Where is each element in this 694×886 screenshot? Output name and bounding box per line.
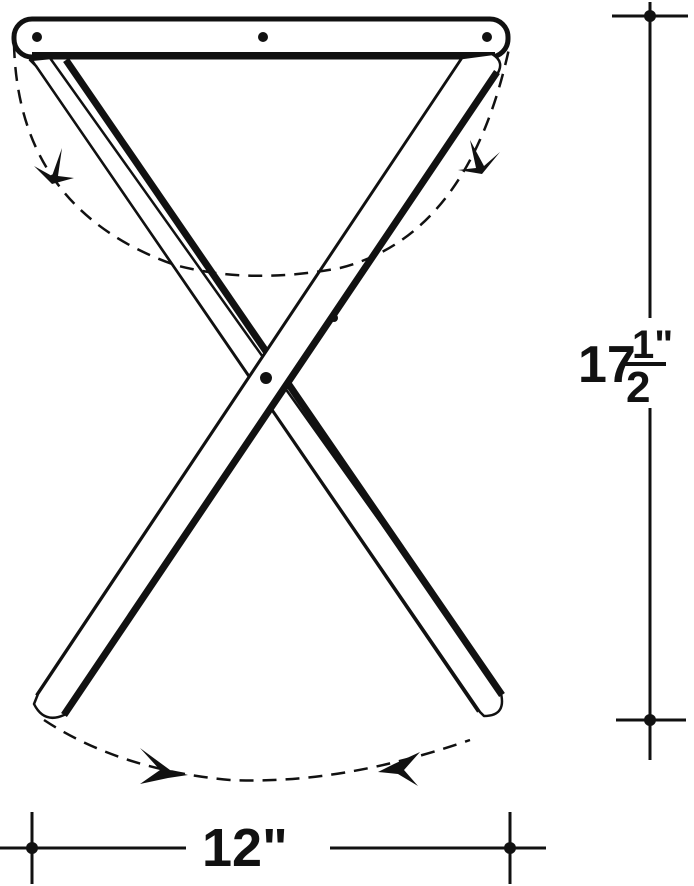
- height-tick-bottom: [644, 714, 656, 726]
- seat-rail: [11, 16, 511, 60]
- width-tick-right: [504, 842, 516, 854]
- upper-fold-arc: [12, 43, 512, 278]
- width-tick-left: [26, 842, 38, 854]
- height-fraction-numerator: 1": [632, 323, 673, 367]
- leg-right-to-left: [32, 52, 502, 719]
- rivet-right: [482, 32, 492, 42]
- leg-rivet: [330, 314, 338, 322]
- arrow-upper-right-icon: [458, 140, 500, 174]
- fold-motion-arcs: [12, 43, 512, 782]
- arrow-lower-right-icon: [378, 752, 420, 786]
- pivot-rivet: [260, 372, 272, 384]
- rivet-center: [258, 32, 268, 42]
- rivet-left: [32, 32, 42, 42]
- width-value: 12": [202, 818, 288, 878]
- lower-fold-arc: [43, 718, 471, 782]
- fold-arrows: [34, 140, 500, 786]
- height-tick-top: [644, 10, 656, 22]
- arrow-lower-left-icon: [140, 748, 188, 784]
- height-fraction-denominator: 2: [626, 363, 650, 412]
- arrow-upper-left-icon: [34, 148, 74, 184]
